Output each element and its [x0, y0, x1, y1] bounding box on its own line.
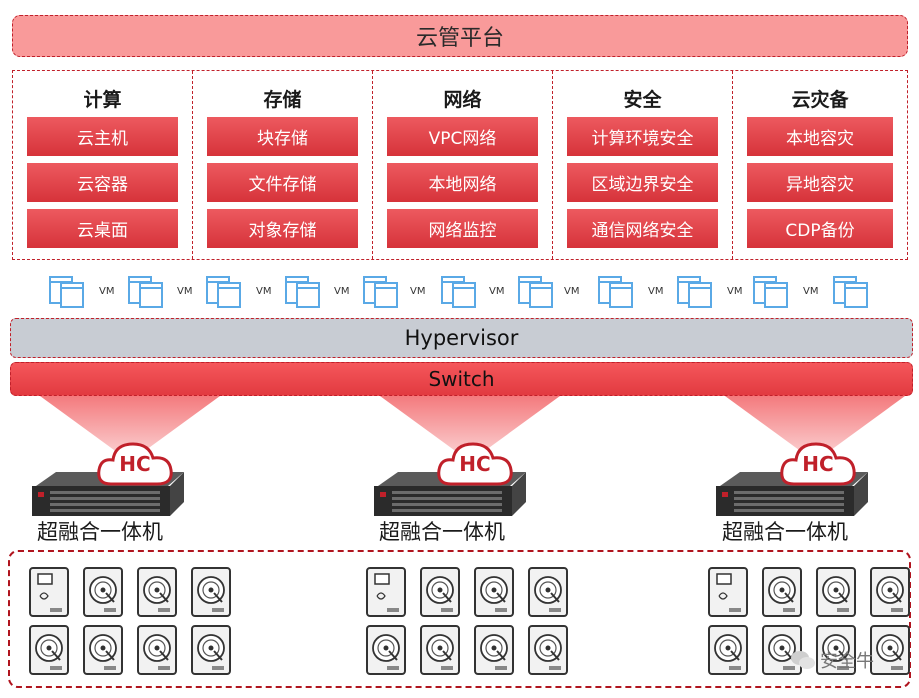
service-item: 块存储 [207, 117, 358, 156]
hard-disk-icon [366, 567, 406, 617]
hard-disk-icon [474, 567, 514, 617]
service-column-disaster-recovery: 云灾备 本地容灾 异地容灾 CDP备份 [733, 71, 907, 259]
vm-label: VM [648, 286, 664, 297]
hard-disk-icon [762, 625, 802, 675]
hard-disk-icon [528, 567, 568, 617]
vm-icon [677, 276, 712, 308]
hypervisor-label: Hypervisor [404, 326, 519, 350]
hard-disk-icon [708, 567, 748, 617]
vm-icon [518, 276, 553, 308]
service-column-compute: 计算 云主机 云容器 云桌面 [13, 71, 192, 259]
service-item: CDP备份 [747, 209, 893, 248]
switch-link-beam [725, 396, 905, 458]
node-label: 超融合一体机 [722, 520, 848, 544]
vm-icon [49, 276, 84, 308]
service-item: VPC网络 [387, 117, 538, 156]
vm-row: VM VM VM VM VM VM VM VM VM VM [0, 268, 919, 314]
switch-label: Switch [428, 367, 495, 391]
service-item: 文件存储 [207, 163, 358, 202]
hard-disk-icon [83, 567, 123, 617]
vm-icon [598, 276, 633, 308]
service-item: 云桌面 [27, 209, 178, 248]
service-item: 通信网络安全 [567, 209, 718, 248]
watermark-text: 安全牛 [820, 651, 874, 672]
hard-disk-icon [191, 625, 231, 675]
hc-badge: HC [459, 452, 491, 476]
service-item: 对象存储 [207, 209, 358, 248]
service-column-title: 计算 [83, 89, 122, 111]
disk-pool-panel [8, 550, 911, 688]
service-column-network: 网络 VPC网络 本地网络 网络监控 [373, 71, 552, 259]
switch-bar: Switch [10, 362, 913, 396]
switch-link-beam [380, 396, 560, 458]
hypervisor-bar: Hypervisor [10, 318, 913, 358]
column-divider [732, 71, 733, 259]
hard-disk-icon [708, 625, 748, 675]
node-label: 超融合一体机 [37, 520, 163, 544]
service-item: 区域边界安全 [567, 163, 718, 202]
hard-disk-icon [870, 625, 910, 675]
vm-label: VM [803, 286, 819, 297]
services-panel: 计算 云主机 云容器 云桌面 存储 块存储 文件存储 对象存储 网络 VPC网络… [12, 70, 908, 260]
vm-icon [753, 276, 788, 308]
hard-disk-icon [29, 567, 69, 617]
service-item: 本地容灾 [747, 117, 893, 156]
vm-label: VM [727, 286, 743, 297]
vm-icon [206, 276, 241, 308]
service-item: 网络监控 [387, 209, 538, 248]
hc-cloud-icon [437, 442, 513, 486]
hard-disk-icon [816, 567, 856, 617]
service-column-title: 云灾备 [791, 89, 849, 111]
hard-disk-icon [528, 625, 568, 675]
hard-disk-icon [137, 625, 177, 675]
vm-label: VM [177, 286, 193, 297]
service-column-storage: 存储 块存储 文件存储 对象存储 [193, 71, 372, 259]
hc-badge: HC [802, 452, 834, 476]
service-column-title: 网络 [443, 89, 482, 111]
hc-badge: HC [119, 452, 151, 476]
column-divider [192, 71, 193, 259]
vm-label: VM [99, 286, 115, 297]
vm-label: VM [489, 286, 505, 297]
vm-icon [833, 276, 868, 308]
hard-disk-icon [29, 625, 69, 675]
vm-label: VM [334, 286, 350, 297]
vm-icon [363, 276, 398, 308]
hard-disk-icon [83, 625, 123, 675]
wechat-icon [791, 651, 815, 669]
hc-cloud-icon [780, 442, 856, 486]
vm-icon [128, 276, 163, 308]
service-item: 异地容灾 [747, 163, 893, 202]
service-item: 计算环境安全 [567, 117, 718, 156]
column-divider [372, 71, 373, 259]
vm-label: VM [256, 286, 272, 297]
hard-disk-icon [870, 567, 910, 617]
vm-label: VM [564, 286, 580, 297]
cloud-platform-label: 云管平台 [415, 26, 504, 51]
column-divider [552, 71, 553, 259]
switch-link-beam [40, 396, 220, 458]
service-column-security: 安全 计算环境安全 区域边界安全 通信网络安全 [553, 71, 732, 259]
server-icon [716, 472, 868, 516]
hard-disk-icon [474, 625, 514, 675]
hard-disk-icon [366, 625, 406, 675]
hard-disk-icon [191, 567, 231, 617]
hc-cloud-icon [97, 442, 173, 486]
vm-icon [285, 276, 320, 308]
vm-icon [441, 276, 476, 308]
service-column-title: 存储 [263, 89, 302, 111]
cloud-platform-bar: 云管平台 [12, 15, 908, 57]
hard-disk-icon [816, 625, 856, 675]
hard-disk-icon [420, 567, 460, 617]
service-item: 本地网络 [387, 163, 538, 202]
service-item: 云主机 [27, 117, 178, 156]
hard-disk-icon [420, 625, 460, 675]
hard-disk-icon [137, 567, 177, 617]
vm-label: VM [410, 286, 426, 297]
hard-disk-icon [762, 567, 802, 617]
service-item: 云容器 [27, 163, 178, 202]
service-column-title: 安全 [623, 89, 662, 111]
node-label: 超融合一体机 [379, 520, 505, 544]
watermark: 安全牛 [790, 640, 905, 680]
